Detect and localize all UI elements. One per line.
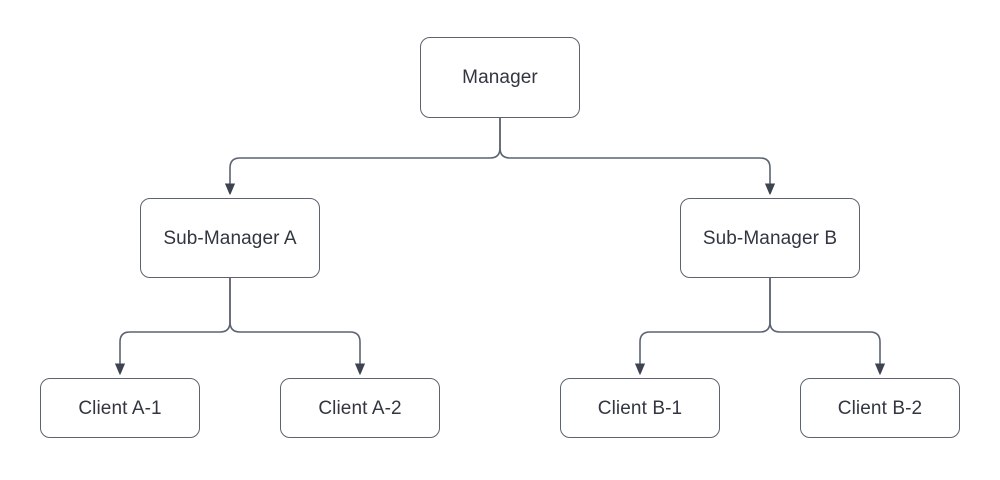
node-manager[interactable]: Manager	[420, 37, 580, 118]
node-client-a1[interactable]: Client A-1	[40, 378, 200, 438]
edge-manager-to-sub-b	[499, 118, 770, 184]
node-client-a2[interactable]: Client A-2	[280, 378, 440, 438]
node-client-b1-label: Client B-1	[597, 397, 683, 419]
node-client-a2-label: Client A-2	[318, 397, 402, 419]
node-sub-manager-b-label: Sub-Manager B	[702, 227, 838, 249]
node-client-b2[interactable]: Client B-2	[800, 378, 960, 438]
edge-sub-a-to-client-a2	[229, 278, 360, 364]
node-client-b1[interactable]: Client B-1	[560, 378, 720, 438]
edge-manager-to-sub-a	[230, 118, 501, 184]
node-sub-manager-a-label: Sub-Manager A	[163, 227, 297, 249]
node-client-a1-label: Client A-1	[78, 397, 162, 419]
edge-sub-b-to-client-b2	[769, 278, 880, 364]
node-client-b2-label: Client B-2	[837, 397, 923, 419]
node-sub-manager-b[interactable]: Sub-Manager B	[680, 198, 860, 278]
edge-sub-a-to-client-a1	[120, 278, 231, 364]
node-sub-manager-a[interactable]: Sub-Manager A	[140, 198, 320, 278]
node-manager-label: Manager	[462, 67, 538, 88]
edge-sub-b-to-client-b1	[640, 278, 771, 364]
